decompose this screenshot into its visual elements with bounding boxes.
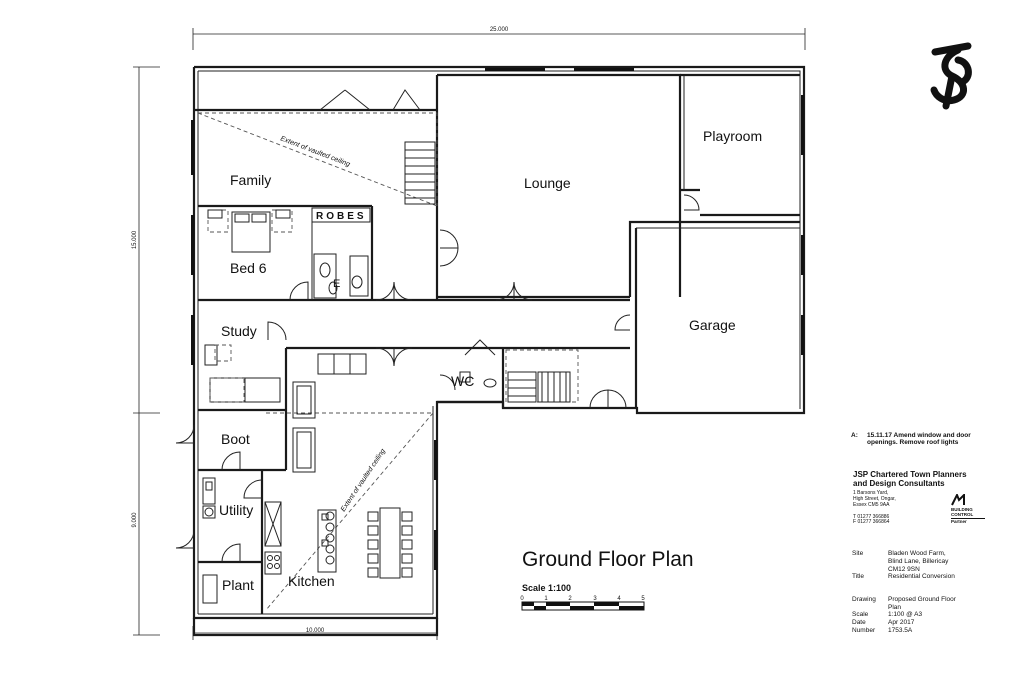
revision-code: A: — [851, 432, 858, 439]
dim-left-upper: 15.000 — [132, 230, 138, 249]
badge-line-3: Partner — [951, 518, 967, 524]
company-address-2: High Street, Ongar, — [853, 496, 896, 503]
staircase-hall — [505, 349, 579, 403]
company-name-line1: JSP Chartered Town Planners — [853, 470, 967, 479]
room-label-family: Family — [230, 172, 271, 188]
site-value-1: Bladen Wood Farm, — [888, 550, 946, 557]
drawing-value-1: Proposed Ground Floor — [888, 596, 956, 603]
dim-left-lower: 9.000 — [132, 512, 138, 528]
kitchen-cabinets — [264, 381, 316, 575]
dim-bottom: 10.000 — [306, 628, 325, 634]
drawing-value-2: Plan — [888, 604, 902, 611]
room-label-garage: Garage — [689, 317, 736, 333]
room-label-boot: Boot — [221, 431, 250, 447]
date-value: Apr 2017 — [888, 619, 915, 626]
scale-tick-0: 0 — [520, 596, 524, 602]
room-label-kitchen: Kitchen — [288, 573, 335, 589]
badge-line-1: BUILDING — [951, 507, 973, 513]
study-furniture — [204, 344, 281, 403]
bed-6-furniture — [207, 209, 293, 253]
scale-tick-3: 3 — [593, 596, 597, 602]
room-label-study: Study — [221, 323, 257, 339]
room-label-bed6: Bed 6 — [230, 260, 267, 276]
scale-value-tb: 1:100 @ A3 — [888, 611, 923, 618]
company-fax: F 01277 366864 — [853, 519, 890, 526]
drawing-label: Drawing — [852, 596, 876, 603]
jsp-logo — [930, 42, 972, 110]
scale-label: Scale 1:100 — [522, 583, 571, 593]
company-name-line2: and Design Consultants — [853, 479, 945, 489]
title-label: Title — [852, 573, 865, 580]
scale-tick-1: 1 — [544, 596, 548, 602]
kitchen-island — [317, 509, 337, 573]
vault-annotation-upper: Extent of vaulted ceiling — [279, 135, 351, 168]
site-value-3: CM12 9SN — [888, 566, 920, 573]
scale-tick-4: 4 — [617, 596, 621, 602]
room-label-utility: Utility — [219, 502, 253, 518]
internal-walls — [194, 73, 800, 614]
scale-tick-2: 2 — [568, 596, 572, 602]
building-control-badge: BUILDING CONTROL Partner — [951, 492, 985, 524]
room-label-robes: ROBES — [316, 211, 367, 222]
scale-tick-5: 5 — [641, 596, 645, 602]
building-control-icon — [951, 492, 965, 506]
site-label: Site — [852, 550, 864, 557]
staircase-family — [404, 141, 436, 205]
dining-table — [367, 507, 413, 579]
title-block: Site Bladen Wood Farm, Blind Lane, Bille… — [852, 550, 1012, 656]
company-tel: T 01277 366886 — [853, 513, 890, 520]
company-address-3: Essex CM5 9AA — [853, 501, 890, 508]
room-label-wc: WC — [451, 373, 474, 389]
title-value: Residential Conversion — [888, 573, 955, 580]
drawing-title: Ground Floor Plan — [522, 548, 694, 571]
date-label: Date — [852, 619, 866, 626]
company-block: JSP Chartered Town Planners and Design C… — [853, 470, 988, 526]
badge-line-2: CONTROL — [951, 512, 985, 519]
number-label: Number — [852, 627, 876, 634]
lounge-sofa — [317, 353, 367, 375]
ensuite-fixtures — [313, 253, 369, 299]
room-label-playroom: Playroom — [703, 128, 762, 144]
windows — [191, 68, 804, 570]
vaulted-ceiling-lines — [197, 112, 438, 611]
revision-text: 15.11.17 Amend window and door openings.… — [867, 432, 971, 447]
site-value-2: Blind Lane, Billericay — [888, 558, 949, 565]
dimension-lines — [133, 28, 806, 640]
scale-label-tb: Scale — [852, 611, 869, 618]
dim-top: 25.000 — [490, 27, 509, 33]
room-label-plant: Plant — [222, 577, 254, 593]
wc-fixtures — [459, 371, 497, 388]
number-value: 1753.5A — [888, 627, 913, 634]
utility-appliances — [202, 477, 218, 604]
doors — [175, 89, 700, 563]
room-label-ensuite: E — [333, 278, 340, 290]
company-address-1: 1 Barsons Yard, — [853, 490, 889, 497]
vault-annotation-lower: Extent of vaulted ceiling — [340, 448, 387, 513]
scale-bar — [521, 601, 645, 611]
room-label-lounge: Lounge — [524, 175, 571, 191]
